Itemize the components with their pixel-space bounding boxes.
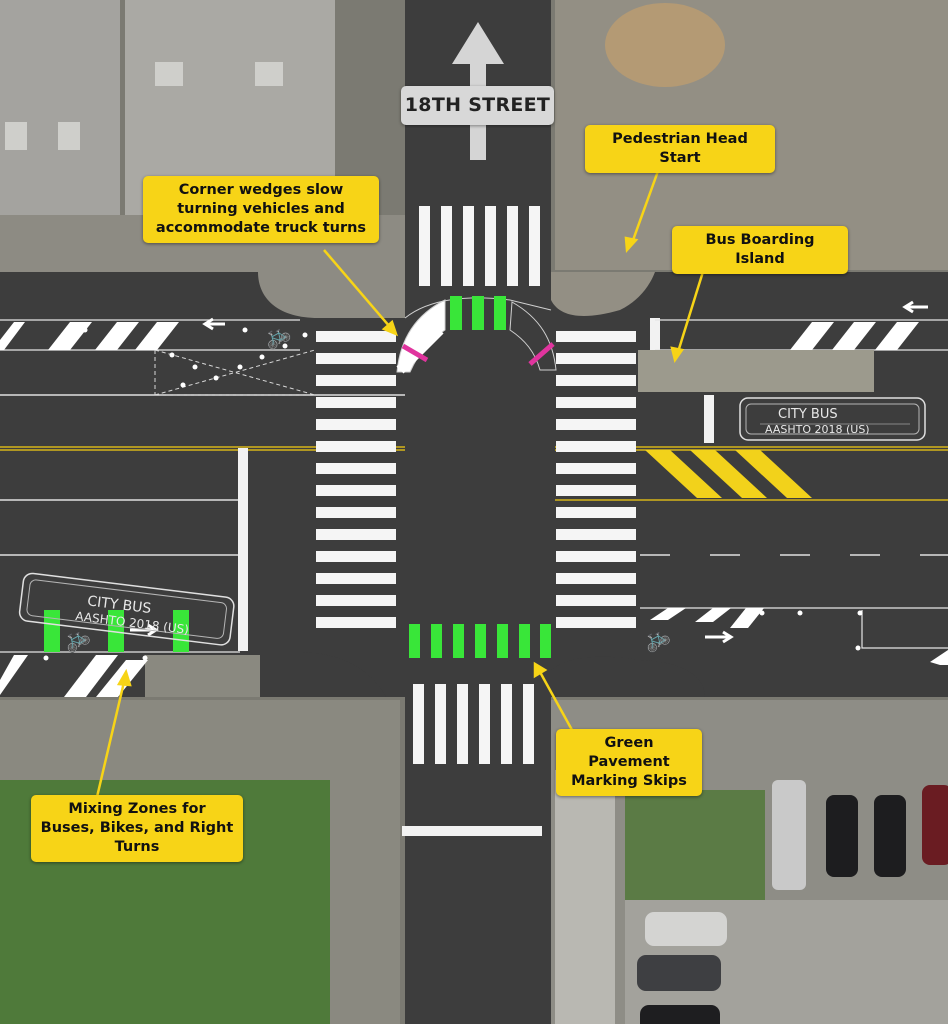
crosswalk-bar: [556, 529, 636, 540]
crosswalk-bar: [556, 419, 636, 430]
crosswalk-bar: [316, 353, 396, 364]
bike-buffer-hatches-east: [790, 322, 919, 350]
dirt-pile: [605, 3, 725, 87]
street-name-sign: 18TH STREET: [401, 86, 554, 125]
crosswalk-bar: [316, 551, 396, 562]
crosswalk-bar: [316, 331, 396, 342]
stop-bar-bike-east: [650, 318, 660, 350]
callout-pedestrian-head-start: Pedestrian Head Start: [585, 125, 775, 173]
crosswalk-bar: [556, 441, 636, 452]
parked-car: [826, 795, 858, 877]
bus-name-label: CITY BUS: [86, 593, 152, 617]
arrow-westbound-bike: [202, 317, 225, 331]
crosswalk-bar: [556, 463, 636, 474]
callout-green-pavement: Green Pavement Marking Skips: [556, 729, 702, 796]
grass-se: [625, 790, 765, 900]
crosswalk-south: [413, 684, 534, 764]
crosswalk-bar: [556, 485, 636, 496]
curb-corner-se: [640, 660, 948, 697]
crosswalk-bar: [316, 573, 396, 584]
crosswalk-bar: [556, 331, 636, 342]
callout-bus-boarding-island: Bus Boarding Island: [672, 226, 848, 274]
stop-bar-east: [704, 395, 714, 443]
rooftop-unit: [155, 62, 183, 86]
parked-car: [640, 1005, 720, 1024]
crosswalk-bar: [556, 617, 636, 628]
sidewalk-se: [555, 770, 615, 1024]
bus-spec-label: AASHTO 2018 (US): [765, 423, 870, 436]
crosswalk-north: [419, 206, 540, 286]
rooftop-unit: [255, 62, 283, 86]
crosswalk-bar: [316, 485, 396, 496]
crosswalk-bar: [316, 617, 396, 628]
magenta-marking-ne: [528, 342, 555, 366]
stop-bar-west: [238, 448, 248, 651]
green-skips-mixing-zone: [44, 610, 189, 652]
crosswalk-bar: [316, 529, 396, 540]
rooftop-unit: [58, 122, 80, 150]
crosswalk-bar: [556, 551, 636, 562]
parked-car: [645, 912, 727, 946]
parked-car: [874, 795, 906, 877]
callout-corner-wedges: Corner wedges slow turning vehicles and …: [143, 176, 379, 243]
crosswalk-bar: [316, 419, 396, 430]
crosswalk-east: [556, 331, 636, 628]
parked-truck: [772, 780, 806, 890]
curb-corner-ne: [551, 272, 655, 316]
green-skips-south: [409, 624, 551, 658]
crosswalk-bar: [556, 595, 636, 606]
crosswalk-bar: [556, 353, 636, 364]
crosswalk-bar: [316, 463, 396, 474]
crosswalk-bar: [316, 595, 396, 606]
building-roof-left: [0, 0, 120, 215]
wedge-hatch-nw: [396, 326, 444, 374]
green-skips-north: [450, 296, 506, 330]
crosswalk-bar: [556, 375, 636, 386]
yellow-hatch-median: [645, 450, 812, 498]
bike-buffer-hatches-west: [0, 322, 179, 350]
crosswalk-bar: [316, 375, 396, 386]
arrow-eastbound-bike: [705, 630, 734, 644]
delineator-posts: [43, 327, 863, 661]
buffer-crosshatch: [154, 349, 316, 396]
planter-strip-sw: [145, 655, 260, 697]
crosswalk-bar: [556, 397, 636, 408]
parked-car: [922, 785, 948, 865]
parked-car: [637, 955, 721, 991]
callout-mixing-zones: Mixing Zones for Buses, Bikes, and Right…: [31, 795, 243, 862]
eighteenth-street: [405, 0, 551, 1024]
curb-corner-nw: [258, 272, 405, 318]
magenta-marking-nw: [401, 343, 429, 363]
bus-template-east: [739, 397, 926, 441]
bus-name-label: CITY BUS: [778, 407, 838, 422]
crosswalk-bar: [316, 507, 396, 518]
callout-leaders: [95, 159, 708, 798]
arrow-westbound-bike: [902, 300, 928, 314]
crosswalk-bar: [556, 507, 636, 518]
rooftop-unit: [5, 122, 27, 150]
crosswalk-bar: [556, 573, 636, 584]
crosswalk-bar: [316, 441, 396, 452]
stop-bar-south: [402, 826, 542, 836]
bike-buffer-hatches-se: [650, 608, 948, 665]
crosswalk-west: [316, 331, 396, 628]
bike-box-line: [861, 610, 948, 649]
crosswalk-bar: [316, 397, 396, 408]
